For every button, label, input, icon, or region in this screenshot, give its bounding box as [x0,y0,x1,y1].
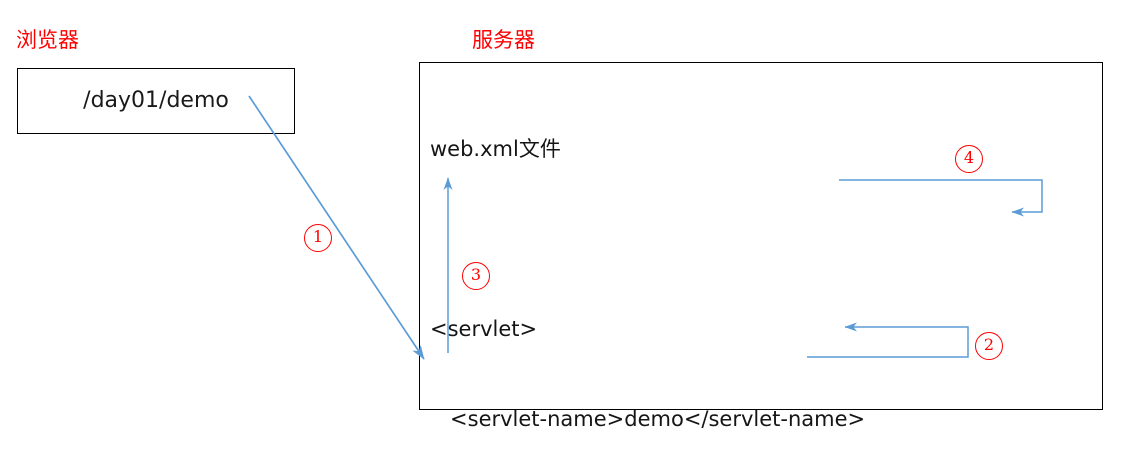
code-line-blank-1 [430,224,1045,254]
browser-url-text: /day01/demo [83,88,229,113]
webxml-code-block: web.xml文件 <servlet> <servlet-name>demo</… [430,74,1045,461]
step-marker-1: 1 [304,224,332,252]
step-marker-2: 2 [975,332,1003,360]
arrow-step-1 [248,95,425,360]
step-marker-4: 4 [955,145,983,173]
server-section-title: 服务器 [472,28,535,52]
browser-section-title: 浏览器 [16,28,79,52]
code-line-servlet-open: <servlet> [430,317,538,341]
code-line-servlet-name: <servlet-name>demo</servlet-name> [430,407,866,431]
step-marker-3: 3 [462,262,490,290]
code-line-file-label: web.xml文件 [430,137,561,161]
